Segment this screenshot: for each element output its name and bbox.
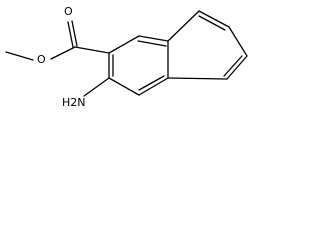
bond-ring-c7-c8-double-inner [223, 55, 243, 77]
bond-ring-c1-c2 [108, 77, 140, 96]
chemical-structure-diagram: O O H2N [5, 5, 248, 109]
bond-ring-c4-c4a-double-inner [137, 40, 167, 47]
bond-ring-c7-c8 [226, 55, 248, 80]
atom-label-amino-group: H2N [62, 96, 86, 109]
bond-ring-c4-c4a [138, 35, 169, 42]
bond-ring-c5-c6 [198, 10, 230, 28]
bond-ring-c3-c4 [108, 35, 140, 54]
bond-ring-c8a-c1-double-inner [138, 75, 165, 91]
bond-ring-to-amino [83, 77, 110, 97]
atom-label-carbonyl-oxygen: O [64, 5, 73, 18]
bond-ring-c5-c6-double-inner [198, 15, 226, 31]
bond-carbonyl-double-a [67, 21, 74, 48]
bond-carbonyl-to-ester-oxygen [50, 46, 76, 60]
atom-label-ester-oxygen: O [37, 53, 46, 66]
bond-ring-c4a-c5 [167, 10, 200, 42]
bond-carbonyl-to-ring [74, 46, 110, 54]
bond-ring-c8-c8a [167, 77, 228, 80]
bond-carbonyl-double-b [71, 20, 78, 47]
bond-ring-c6-c7 [228, 26, 248, 57]
bond-ester-oxygen-to-methyl [5, 51, 34, 61]
bond-ring-c8a-c1 [138, 77, 169, 96]
